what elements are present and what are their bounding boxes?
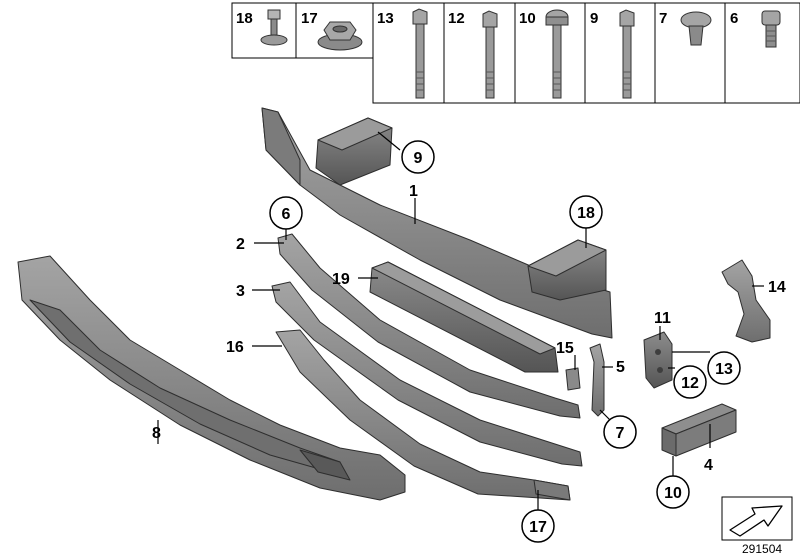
callout-13: 13 <box>715 361 733 378</box>
absorber-block <box>369 261 559 373</box>
leader-lines <box>157 131 764 510</box>
callout-4: 4 <box>704 457 713 474</box>
callout-5: 5 <box>616 359 625 376</box>
header-label-18: 18 <box>236 10 253 27</box>
long-bolt-icon <box>412 8 428 99</box>
callout-circle-7: 7 <box>603 415 637 449</box>
bolt-icon <box>482 10 498 99</box>
diagram-number: 291504 <box>742 542 782 556</box>
callout-circle-10: 10 <box>656 475 690 509</box>
callout-18: 18 <box>577 205 595 222</box>
callout-12: 12 <box>681 375 699 392</box>
callout-circle-17: 17 <box>521 509 555 543</box>
callout-15: 15 <box>556 340 574 357</box>
callout-circle-9: 9 <box>401 140 435 174</box>
callout-9: 9 <box>414 150 423 167</box>
callout-6: 6 <box>282 206 291 223</box>
bracket-5 <box>589 343 605 417</box>
callout-14: 14 <box>768 279 786 296</box>
mount-plate-11 <box>643 331 673 389</box>
middle-strut <box>271 281 583 467</box>
callout-circle-18: 18 <box>569 195 603 229</box>
hex-bolt-icon <box>619 9 635 99</box>
direction-arrow-icon <box>729 505 783 537</box>
header-label-6: 6 <box>730 10 738 27</box>
fastener-header-strip: 18 17 13 12 10 9 7 6 <box>231 2 800 104</box>
socket-screw-icon <box>761 10 781 48</box>
callout-7: 7 <box>616 425 625 442</box>
callout-3: 3 <box>236 283 245 300</box>
header-label-10: 10 <box>519 10 536 27</box>
clip-15 <box>565 367 581 391</box>
callout-10: 10 <box>664 485 682 502</box>
upper-strut <box>277 233 581 419</box>
foam-absorber <box>17 255 406 501</box>
header-label-9: 9 <box>590 10 598 27</box>
callout-11: 11 <box>654 310 671 327</box>
header-label-12: 12 <box>448 10 465 27</box>
header-label-7: 7 <box>659 10 667 27</box>
callout-19: 19 <box>332 271 350 288</box>
expanding-rivet-icon <box>680 11 712 46</box>
direction-arrow-box <box>721 496 793 541</box>
callout-circle-12: 12 <box>673 365 707 399</box>
callout-16: 16 <box>226 339 244 356</box>
spring-nut-icon <box>260 9 288 46</box>
lower-strut <box>275 329 571 501</box>
bumper-carrier <box>261 107 613 339</box>
hex-nut-icon <box>317 21 363 51</box>
callout-8: 8 <box>152 425 161 442</box>
callout-1: 1 <box>409 183 418 200</box>
side-bracket-14 <box>721 259 771 343</box>
header-label-17: 17 <box>301 10 318 27</box>
foam-block-4 <box>661 403 737 457</box>
round-head-bolt-icon <box>545 9 569 99</box>
header-label-13: 13 <box>377 10 394 27</box>
callout-circle-6: 6 <box>269 196 303 230</box>
callout-2: 2 <box>236 236 245 253</box>
callout-circle-13: 13 <box>707 351 741 385</box>
callout-17: 17 <box>529 519 547 536</box>
